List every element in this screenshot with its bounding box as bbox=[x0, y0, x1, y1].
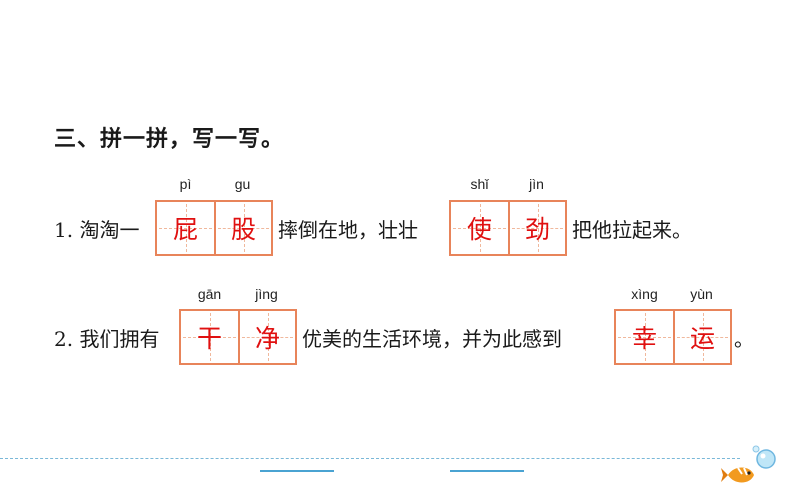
writing-cell[interactable]: 幸 bbox=[616, 311, 673, 363]
writing-cell[interactable]: 劲 bbox=[508, 202, 565, 254]
fish-icon bbox=[721, 445, 776, 483]
pinyin-yun: yùn bbox=[690, 286, 713, 302]
line2-after: 。 bbox=[734, 327, 754, 351]
writing-cell[interactable]: 股 bbox=[214, 202, 271, 254]
small-bubble-icon bbox=[752, 445, 760, 453]
line2-word2-grid[interactable]: 幸 运 bbox=[614, 309, 732, 365]
pinyin-pi: pì bbox=[179, 176, 192, 192]
pinyin-xing: xìng bbox=[631, 286, 658, 302]
line2-number: 2. bbox=[54, 327, 74, 351]
writing-cell[interactable]: 运 bbox=[673, 311, 730, 363]
pinyin-gan: gān bbox=[197, 286, 222, 302]
exercise-heading: 三、拼一拼，写一写。 bbox=[54, 127, 285, 152]
pinyin-jing: jìng bbox=[255, 286, 278, 302]
line1-word2-grid[interactable]: 使 劲 bbox=[449, 200, 567, 256]
fish-stripes bbox=[737, 467, 748, 476]
fish-eye bbox=[747, 471, 751, 475]
fish-body bbox=[728, 467, 754, 483]
answer-char: 运 bbox=[689, 324, 715, 353]
writing-cell[interactable]: 净 bbox=[238, 311, 295, 363]
writing-cell[interactable]: 屁 bbox=[157, 202, 214, 254]
line1-number-and-prefix: 1. 淘淘一 bbox=[54, 218, 139, 242]
answer-char: 干 bbox=[196, 324, 222, 353]
answer-char: 股 bbox=[230, 215, 256, 244]
writing-cell[interactable]: 干 bbox=[181, 311, 238, 363]
line1-after: 把他拉起来。 bbox=[572, 218, 692, 242]
pinyin-jin: jìn bbox=[529, 176, 544, 192]
line2-number-and-prefix: 2. 我们拥有 bbox=[54, 327, 159, 351]
line2-word1-grid[interactable]: 干 净 bbox=[179, 309, 297, 365]
answer-char: 使 bbox=[466, 215, 492, 244]
bubble-highlight bbox=[760, 453, 766, 459]
line1-before: 淘淘一 bbox=[79, 218, 140, 242]
answer-char: 幸 bbox=[631, 324, 657, 353]
line2-before: 我们拥有 bbox=[79, 327, 160, 351]
fish-tail bbox=[721, 468, 728, 482]
line1-number: 1. bbox=[54, 218, 74, 242]
footer-tab-right bbox=[450, 470, 524, 472]
pinyin-gu: gu bbox=[234, 176, 251, 192]
bubble-icon bbox=[756, 449, 776, 469]
answer-char: 劲 bbox=[524, 215, 550, 244]
pinyin-shi: shǐ bbox=[470, 176, 489, 192]
writing-cell[interactable]: 使 bbox=[451, 202, 508, 254]
line1-word1-grid[interactable]: 屁 股 bbox=[155, 200, 273, 256]
footer-divider bbox=[0, 458, 740, 459]
footer-tab-left bbox=[260, 470, 334, 472]
answer-char: 屁 bbox=[172, 215, 198, 244]
line2-middle: 优美的生活环境，并为此感到 bbox=[302, 327, 562, 351]
answer-char: 净 bbox=[254, 324, 280, 353]
line1-middle: 摔倒在地，壮壮 bbox=[278, 218, 418, 242]
